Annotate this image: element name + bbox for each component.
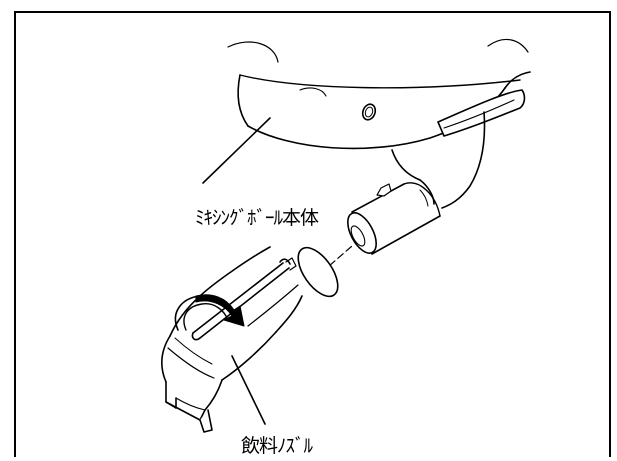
label-mixing-bowl-body: ﾐｷｼﾝｸﾞﾎﾞｰﾙ本体 xyxy=(195,207,319,229)
label-drink-nozzle: 飲料ﾉｽﾞﾙ xyxy=(241,435,313,457)
mixing-bowl xyxy=(227,38,531,209)
alignment-dashed-line xyxy=(312,245,353,281)
rotation-arrow-icon xyxy=(174,294,245,331)
drink-nozzle xyxy=(161,246,339,433)
outlet-tube xyxy=(347,182,441,255)
leader-line-nozzle xyxy=(231,355,266,425)
leader-line-bowl xyxy=(202,117,271,184)
